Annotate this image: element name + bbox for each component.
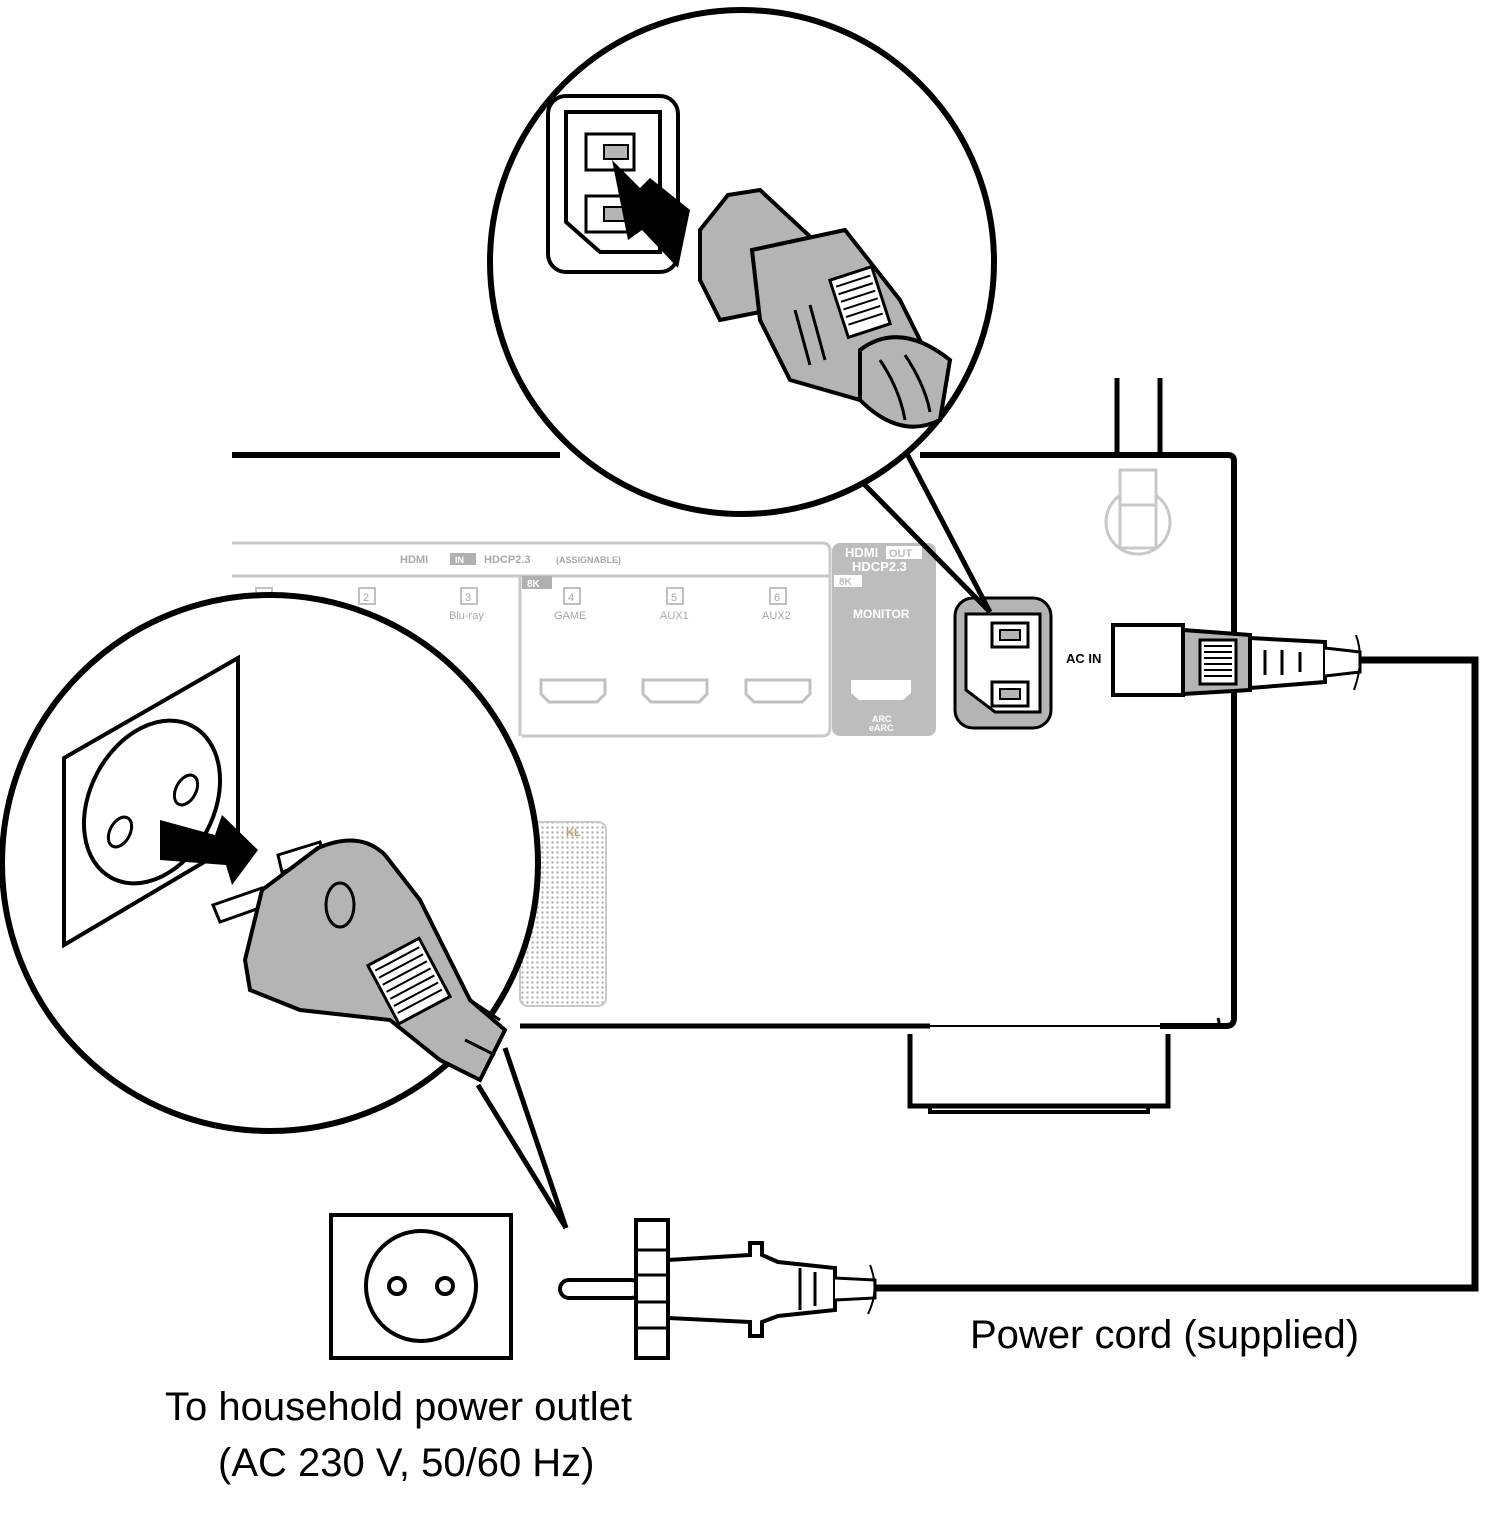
hdcp-in-label: HDCP2.3 (484, 554, 530, 566)
zoom-schuko-plug (0, 592, 569, 1230)
schuko-plug (558, 1218, 877, 1360)
hdmi-out-header: HDMI (845, 545, 878, 560)
hdmi-in-badge: IN (455, 555, 464, 565)
outlet-label-line1: To household power outlet (165, 1385, 632, 1429)
ac-in-label: AC IN (1066, 651, 1101, 666)
hdmi-in-4-num: 4 (568, 592, 574, 604)
hdmi-in-2: 2 (358, 587, 376, 605)
outlet-label-line2: (AC 230 V, 50/60 Hz) (218, 1441, 595, 1485)
power-cord (875, 656, 1479, 1292)
antenna (1104, 378, 1172, 556)
hdmi-in-4: 4 GAME (539, 587, 607, 704)
hdmi-in-3-num: 3 (465, 592, 471, 604)
power-cord-label: Power cord (supplied) (970, 1313, 1359, 1357)
earc-label: eARC (869, 723, 894, 733)
arc-label: ARC (872, 714, 892, 724)
hdmi-in-5-label: AUX1 (660, 610, 689, 622)
hdmi-in-3: 3 Blu-ray (449, 587, 484, 622)
hdcp-out-label: HDCP2.3 (852, 559, 907, 574)
hdmi-input-panel: HDMI IN HDCP2.3 (ASSIGNABLE) 8K 1 2 3 Bl… (232, 541, 832, 738)
hdmi-in-3-label: Blu-ray (449, 610, 484, 622)
zoom-iec-connector (487, 7, 997, 615)
hdmi-in-header: HDMI (400, 554, 428, 566)
hdmi-output-panel: HDMI OUT HDCP2.3 8K MONITOR ARC eARC (832, 543, 936, 736)
wall-outlet (329, 1213, 513, 1360)
hdmi-in-5-num: 5 (671, 592, 677, 604)
hdmi-in-5: 5 AUX1 (641, 587, 709, 704)
hdmi-in-6-label: AUX2 (762, 610, 791, 622)
tag-8k-inputs: 8K (527, 579, 541, 590)
hdmi-in-6-num: 6 (774, 592, 780, 604)
hdmi-in-6: 6 AUX2 (744, 587, 812, 704)
assignable-label: (ASSIGNABLE) (556, 555, 621, 565)
ac-in-socket: AC IN (953, 596, 1101, 730)
hdmi-out-badge: OUT (889, 548, 913, 560)
receiver-chassis (232, 452, 1237, 1114)
hdmi-in-2-num: 2 (363, 592, 369, 604)
tag-8k-output: 8K (839, 577, 853, 588)
hdmi-in-4-label: GAME (554, 610, 586, 622)
monitor-label: MONITOR (853, 607, 910, 621)
partial-panel-label: KL (566, 827, 581, 839)
iec-plug-inserted (1111, 623, 1362, 697)
